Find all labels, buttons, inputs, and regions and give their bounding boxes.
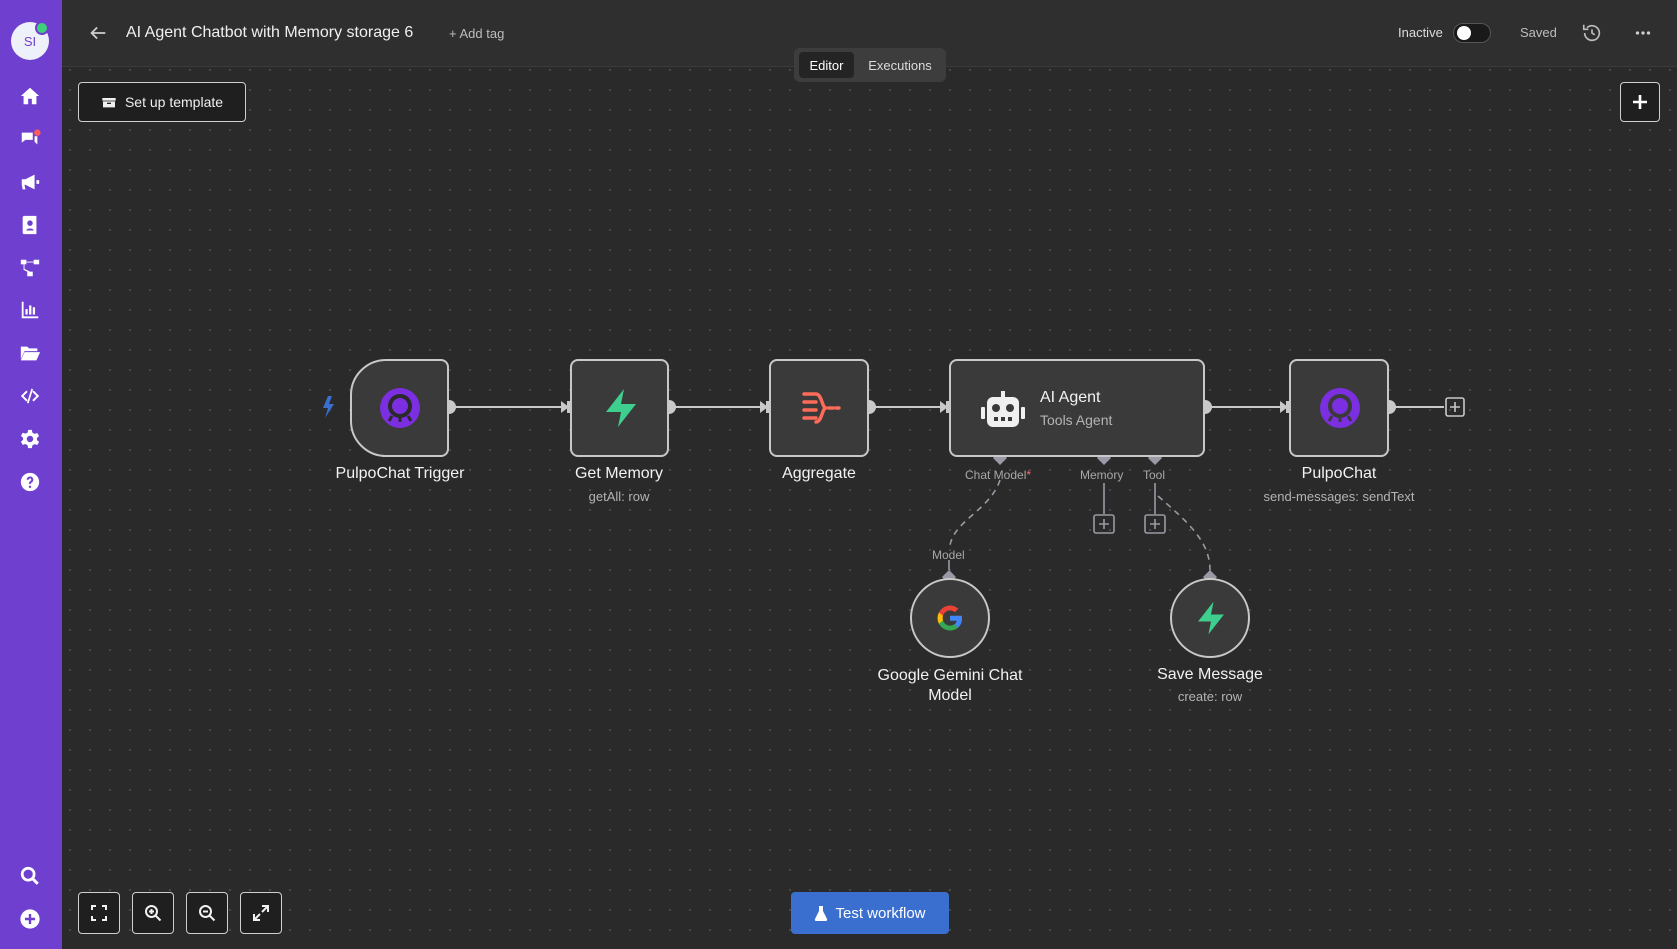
history-icon[interactable]: [1581, 22, 1603, 44]
more-options-icon[interactable]: [1632, 22, 1654, 44]
connector-label-model: Model: [932, 548, 965, 562]
zoom-out-icon: [199, 905, 216, 922]
expand-icon: [253, 905, 269, 921]
workflow-title[interactable]: AI Agent Chatbot with Memory storage 6: [126, 24, 414, 41]
node-google-gemini[interactable]: [910, 578, 990, 658]
code-icon[interactable]: [16, 382, 44, 410]
supabase-icon: [606, 389, 636, 427]
pulpochat-logo-icon: [380, 388, 420, 428]
plus-icon: [1633, 95, 1647, 109]
user-initials: SI: [23, 33, 37, 49]
node-pulpochat-trigger[interactable]: [350, 359, 449, 457]
connector-label-tool: Tool: [1143, 468, 1166, 482]
user-avatar[interactable]: SI: [11, 21, 49, 60]
folder-icon[interactable]: [16, 339, 44, 367]
megaphone-icon[interactable]: [16, 168, 44, 196]
workflow-icon[interactable]: [16, 254, 44, 282]
settings-icon[interactable]: [16, 425, 44, 453]
online-status-dot: [35, 21, 49, 35]
add-node-button[interactable]: [1620, 82, 1660, 122]
left-sidebar: SI: [0, 0, 62, 949]
connector-label-memory: Memory: [1080, 468, 1124, 482]
search-icon[interactable]: [16, 862, 44, 890]
saved-status: Saved: [1520, 25, 1557, 40]
aggregate-icon: [802, 392, 841, 424]
help-icon[interactable]: [16, 468, 44, 496]
node-save-message[interactable]: [1170, 578, 1250, 658]
add-circle-icon[interactable]: [16, 905, 44, 933]
test-workflow-button[interactable]: Test workflow: [791, 892, 949, 934]
chart-icon[interactable]: [16, 296, 44, 324]
node-label-aggregate: Aggregate: [782, 465, 856, 482]
home-icon[interactable]: [16, 82, 44, 110]
fit-view-icon: [91, 905, 107, 921]
robot-icon: [981, 391, 1025, 427]
node-aggregate[interactable]: [769, 359, 869, 457]
zoom-in-icon: [145, 905, 162, 922]
toggle-knob: [1457, 26, 1471, 40]
pulpochat-logo-icon: [1320, 388, 1360, 428]
view-tabs: Editor Executions: [794, 48, 946, 82]
node-label-ai-agent: AI Agent: [1040, 389, 1101, 406]
flask-icon: [815, 906, 828, 921]
activation-status-label: Inactive: [1398, 25, 1443, 40]
node-label-save-message: Save Message: [1157, 666, 1263, 683]
fit-view-button[interactable]: [78, 892, 120, 934]
node-label-pulpochat: PulpoChat: [1301, 465, 1377, 482]
chat-model-text: Chat Model: [965, 468, 1027, 482]
zoom-out-button[interactable]: [186, 892, 228, 934]
test-workflow-label: Test workflow: [835, 904, 926, 922]
tab-executions[interactable]: Executions: [868, 57, 932, 73]
trigger-bolt-icon: [323, 396, 334, 418]
setup-template-label: Set up template: [124, 94, 224, 110]
add-tag-link[interactable]: + Add tag: [449, 26, 505, 41]
connector-label-chat-model: Chat Model*: [965, 468, 1031, 482]
setup-template-button[interactable]: Set up template: [78, 82, 246, 122]
node-sub-pulpochat: send-messages: sendText: [1263, 489, 1415, 504]
tab-editor[interactable]: Editor: [799, 52, 854, 78]
node-pulpochat[interactable]: [1289, 359, 1389, 457]
node-ai-agent[interactable]: AI Agent Tools Agent: [949, 359, 1205, 457]
node-label-get-memory: Get Memory: [574, 465, 663, 482]
node-label-google-gemini: Google Gemini Chat Model: [877, 667, 1023, 704]
zoom-in-button[interactable]: [132, 892, 174, 934]
template-icon: [102, 98, 116, 108]
supabase-icon: [1198, 601, 1224, 635]
node-label-pulpochat-trigger: PulpoChat Trigger: [335, 465, 465, 482]
back-arrow-icon[interactable]: [87, 22, 109, 44]
node-sub-get-memory: getAll: row: [588, 489, 650, 504]
required-marker: *: [1026, 468, 1032, 482]
node-get-memory[interactable]: [570, 359, 669, 457]
chat-icon[interactable]: [16, 125, 44, 153]
node-sub-ai-agent: Tools Agent: [1040, 412, 1113, 428]
activation-toggle[interactable]: [1453, 23, 1491, 43]
reset-zoom-button[interactable]: [240, 892, 282, 934]
node-sub-save-message: create: row: [1177, 689, 1243, 704]
google-icon: [937, 605, 963, 631]
contacts-icon[interactable]: [16, 211, 44, 239]
